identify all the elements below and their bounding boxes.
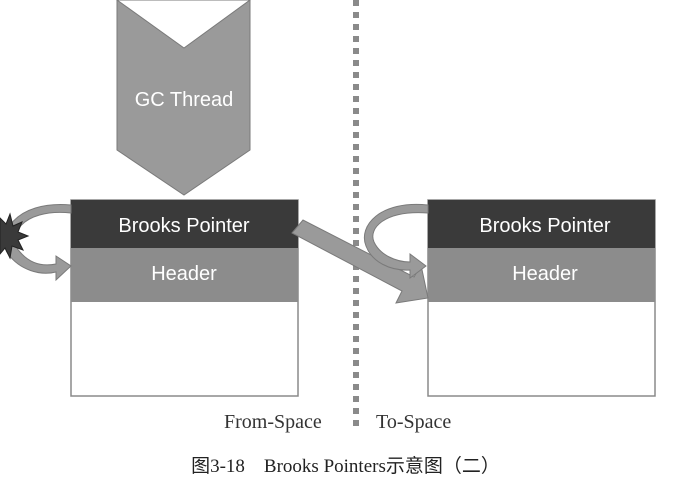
to-header-label: Header — [512, 263, 578, 285]
to-brooks-pointer-bar — [428, 200, 655, 248]
from-brooks-pointer-bar — [71, 200, 298, 248]
to-brooks-pointer-label: Brooks Pointer — [479, 215, 611, 237]
from-space-object: Brooks Pointer Header — [70, 199, 299, 397]
to-header-bar — [428, 248, 655, 302]
access-burst-icon — [0, 212, 30, 260]
from-space-label: From-Space — [224, 411, 322, 433]
gc-thread-label: GC Thread — [135, 89, 234, 111]
from-header-label: Header — [151, 263, 217, 285]
from-header-bar — [71, 248, 298, 302]
gc-thread-arrow: GC Thread — [116, 0, 251, 196]
to-space-label: To-Space — [376, 411, 452, 433]
figure-caption: 图3-18 Brooks Pointers示意图（二） — [191, 456, 500, 477]
to-self-pointer-arrow — [364, 203, 429, 279]
to-space-object: Brooks Pointer Header — [427, 199, 656, 397]
from-brooks-pointer-label: Brooks Pointer — [118, 215, 250, 237]
forwarding-arrow — [291, 219, 429, 304]
